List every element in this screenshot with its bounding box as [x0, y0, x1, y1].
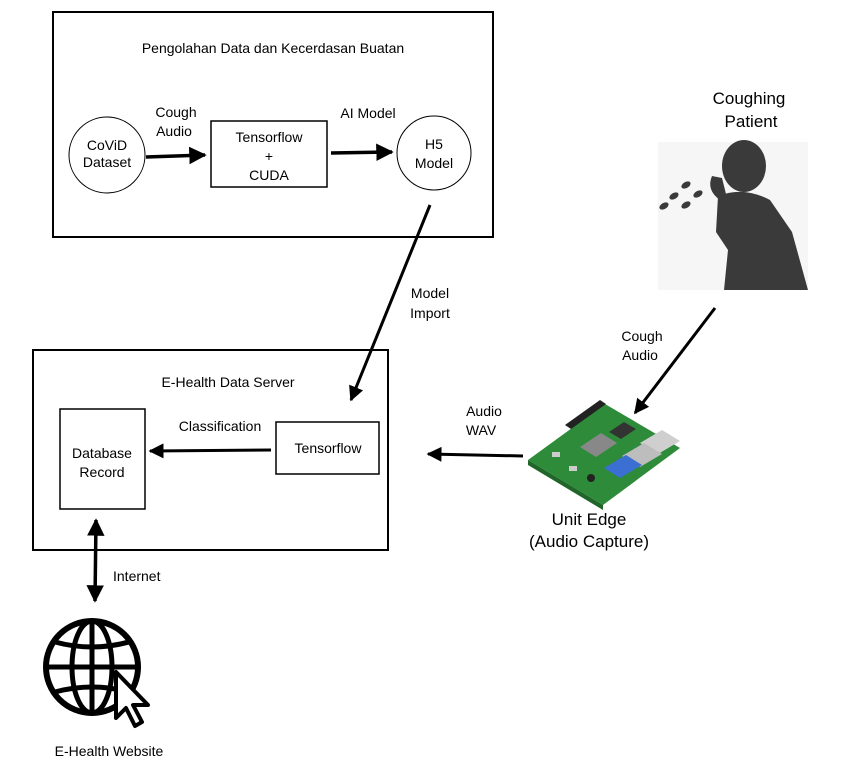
classification-label: Classification [179, 418, 261, 434]
database-record-node: Database Record [59, 408, 146, 510]
arrow-dataset-to-tensorflow [145, 146, 207, 165]
ai-processing-title: Pengolahan Data dan Kecerdasan Buatan [142, 40, 404, 56]
patient-label-line2: Patient [725, 112, 778, 131]
patient-audio-label-line2: Audio [622, 347, 658, 363]
cough-audio-label-line2: Audio [156, 123, 192, 139]
patient-audio-label-line1: Cough [621, 328, 662, 344]
edge-unit: Unit Edge (Audio Capture) [528, 400, 680, 551]
ehealth-server-box: E-Health Data Server Database Record Ten… [32, 349, 389, 551]
dataset-label-line2: Dataset [83, 154, 131, 170]
tensorflow-cuda-line2: + [265, 148, 273, 164]
audio-wav-label-line1: Audio [466, 403, 502, 419]
raspberry-pi-board-icon [528, 400, 680, 510]
coughing-person-icon [658, 140, 808, 290]
edge-label-line1: Unit Edge [552, 510, 627, 529]
h5-label-line2: Model [415, 155, 453, 171]
edge-label-line2: (Audio Capture) [529, 532, 649, 551]
server-tensorflow-node: Tensorflow [275, 421, 380, 475]
arrow-internet [86, 518, 105, 603]
server-title: E-Health Data Server [161, 374, 294, 390]
ai-model-label: AI Model [340, 105, 395, 121]
tensorflow-cuda-line3: CUDA [249, 167, 289, 183]
tensorflow-cuda-line1: Tensorflow [236, 129, 304, 145]
covid-dataset-node: CoViD Dataset [68, 116, 146, 194]
h5-label-line1: H5 [425, 136, 443, 152]
server-tensorflow-label: Tensorflow [295, 440, 363, 456]
database-label-line2: Record [79, 464, 124, 480]
arrow-model-import [349, 204, 432, 402]
database-label-line1: Database [72, 445, 132, 461]
dataset-label-line1: CoViD [87, 137, 127, 153]
globe-cursor-icon [43, 618, 150, 728]
arrow-classification [148, 443, 272, 459]
arrow-edge-to-server [426, 446, 524, 462]
ehealth-website: E-Health Website [43, 618, 164, 759]
model-import-label-line1: Model [411, 285, 449, 301]
model-import-label-line2: Import [410, 305, 450, 321]
tensorflow-cuda-node: Tensorflow + CUDA [210, 120, 328, 188]
cough-audio-label-line1: Cough [155, 104, 196, 120]
coughing-patient: Coughing Patient [658, 89, 808, 290]
arrow-tensorflow-to-h5 [330, 143, 394, 162]
audio-wav-label-line2: WAV [466, 422, 497, 438]
patient-label-line1: Coughing [713, 89, 786, 108]
website-label: E-Health Website [55, 743, 164, 759]
ai-processing-box: Pengolahan Data dan Kecerdasan Buatan Co… [52, 11, 494, 238]
internet-label: Internet [113, 568, 161, 584]
arrow-patient-to-edge [633, 307, 717, 415]
h5-model-node: H5 Model [396, 115, 472, 191]
